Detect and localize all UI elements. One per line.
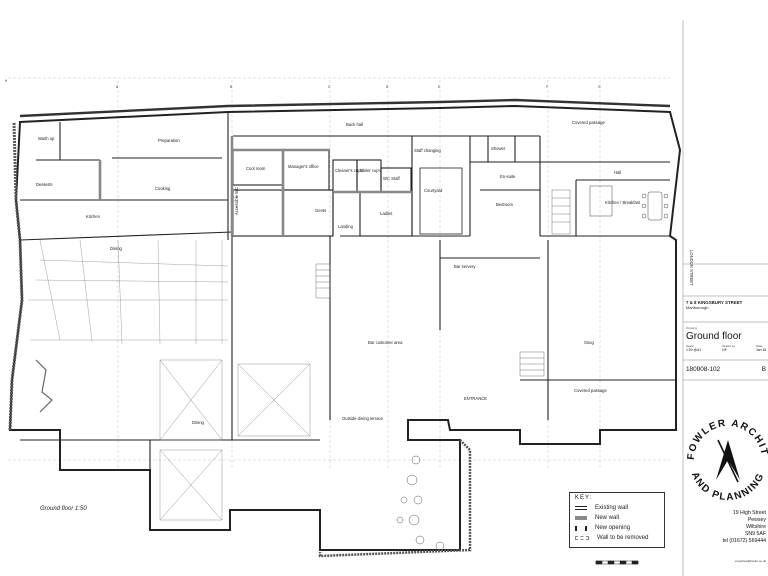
room-label: Wash up — [38, 136, 55, 141]
room-label: Cleaner's cup'd — [335, 168, 364, 173]
room-label: Desserts — [36, 182, 53, 187]
room-label: Preparation — [158, 138, 180, 143]
room-label: Staff changing — [414, 148, 441, 153]
staircases — [315, 189, 571, 377]
grid-label: H — [5, 79, 8, 83]
grid-label: A — [116, 85, 119, 89]
project-location: Marlborough — [686, 305, 709, 310]
room-label: Shower — [491, 146, 506, 151]
room-label: Cooking — [155, 186, 171, 191]
wall-removed-swatch — [575, 536, 589, 540]
room-label: ENTRANCE — [464, 396, 487, 401]
drawing-title: Ground floor — [686, 331, 742, 342]
room-label: Back hall — [346, 122, 363, 127]
key-item-new-wall: New wall — [575, 515, 619, 521]
project-name: 7 & 8 KINGSBURY STREET — [686, 300, 743, 305]
breakfast-table — [589, 185, 669, 221]
room-label: Manager's office — [288, 164, 319, 169]
grid-label: F — [546, 85, 548, 89]
internal-walls — [19, 112, 676, 530]
grid-label: E — [438, 85, 440, 89]
revision: B — [761, 366, 766, 373]
room-labels: Wash up Preparation Desserts Cooking Kit… — [36, 120, 694, 425]
room-label: Kitchen — [86, 214, 101, 219]
room-label: Outside dining terrace — [342, 416, 384, 421]
street-label: LONDON STREET — [689, 250, 694, 286]
new-opening-swatch — [575, 525, 587, 531]
roof-hips — [159, 359, 311, 521]
drawing-title-label: Drawing — [686, 326, 698, 330]
drawing-number: 180908-102 — [686, 366, 721, 373]
room-label: Ladies — [380, 211, 392, 216]
room-label: Covered passage — [572, 120, 605, 125]
room-label: Snug — [584, 340, 594, 345]
new-walls — [98, 136, 412, 236]
room-label: Gents — [315, 208, 326, 213]
grid-label-markers: A B C D E F G H — [5, 79, 601, 89]
room-label: Hall — [614, 170, 621, 175]
grid-lines — [8, 77, 670, 470]
planting — [396, 455, 445, 551]
grid-label: G — [598, 85, 601, 89]
room-label: Accessible WC — [234, 187, 239, 215]
key-item-wall-removed: Wall to be removed — [575, 535, 648, 541]
room-label: Dining — [110, 246, 123, 251]
outer-walls — [8, 104, 682, 551]
boundary-wall-hatch — [8, 98, 671, 558]
date-field: Date Jan'18 — [756, 344, 766, 352]
room-label: Kitchen / Breakfast — [605, 200, 641, 205]
logo-text-bottom: AND PLANNING — [689, 470, 767, 503]
room-label: WC Staff — [383, 176, 401, 181]
dining-ceiling-lines — [28, 239, 229, 345]
plan-caption: Ground floor 1:50 — [40, 506, 87, 512]
key-item-new-opening: New opening — [575, 525, 630, 531]
project-block: 7 & 8 KINGSBURY STREET Marlborough — [686, 300, 766, 310]
existing-wall-swatch — [575, 506, 587, 510]
scale-field: Scale 1:50 @A1 — [686, 344, 702, 352]
drawing-meta: Scale 1:50 @A1 Drawn by NF Date Jan'18 — [686, 344, 766, 352]
room-label: Bar customer area — [368, 340, 403, 345]
grid-label: D — [386, 85, 389, 89]
room-label: Landing — [338, 224, 354, 229]
scale-bar — [595, 560, 639, 565]
room-label: Bedroom — [496, 202, 514, 207]
new-wall-swatch — [575, 516, 587, 520]
key-legend: KEY: Existing wall New wall New opening … — [569, 492, 665, 548]
practice-address: 19 High Street Pewsey Wiltshire SN9 5AF … — [722, 510, 766, 544]
practice-logo: FOWLER ARCHITECTURE AND PLANNING — [0, 0, 768, 503]
room-label: Dining — [192, 420, 205, 425]
logo-text-top: FOWLER ARCHITECTURE — [0, 0, 768, 460]
room-label: Covered passage — [574, 388, 607, 393]
drawing-number-block: 180908-102 B — [686, 366, 766, 373]
grid-label: C — [328, 85, 331, 89]
room-label: Boiler cup'd — [360, 168, 382, 173]
drawing-title-block: Drawing Ground floor — [686, 326, 766, 342]
key-item-existing-wall: Existing wall — [575, 505, 628, 511]
key-title: KEY: — [575, 495, 593, 501]
room-label: Cool room — [246, 166, 266, 171]
room-label: Bar servery — [454, 264, 476, 269]
grid-label: B — [230, 85, 232, 89]
drawn-by-field: Drawn by NF — [722, 344, 735, 352]
room-label: Courtyard — [424, 188, 443, 193]
room-label: En-suite — [500, 174, 516, 179]
practice-email[interactable]: enquiries@fowler.co.uk — [734, 559, 766, 563]
